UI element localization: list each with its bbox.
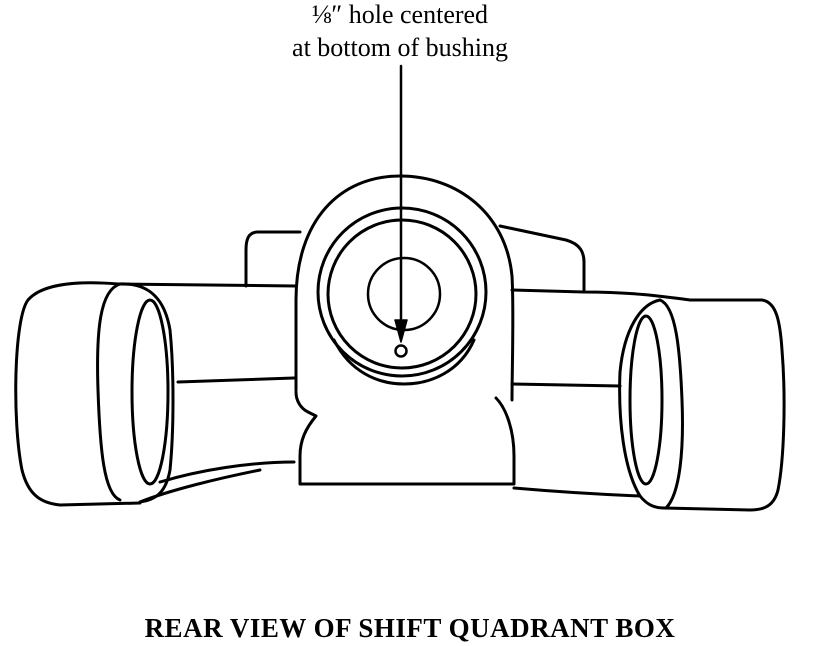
figure-caption: REAR VIEW OF SHIFT QUADRANT BOX: [144, 613, 676, 643]
left-collar-rim: [116, 282, 175, 504]
right-inner-bore: [628, 314, 664, 486]
bushing-lower-shadow: [332, 338, 476, 386]
left-collar-outer: [96, 282, 122, 502]
left-end-cap: [14, 281, 142, 507]
back-plate: [244, 230, 302, 288]
right-collar-outer: [658, 298, 684, 510]
left-inner-bore: [130, 298, 170, 486]
left-tube-bottom-edge: [158, 460, 296, 484]
right-end-cap: [662, 298, 786, 512]
central-boss-outline: [294, 174, 515, 402]
right-tube-top-edge: [510, 288, 762, 302]
callout-line-1: ⅛″ hole centered: [311, 0, 489, 29]
bushing-bore: [366, 256, 442, 332]
right-tube-mid-line: [510, 382, 622, 388]
back-plate-right: [498, 224, 586, 292]
left-tube-top-edge: [116, 282, 298, 288]
left-tube-mid-line: [176, 376, 296, 384]
leader-arrowhead: [394, 319, 408, 343]
left-tube-lower-curve: [138, 468, 262, 504]
right-tube-bottom-edge: [512, 486, 642, 498]
eighth-inch-hole: [394, 344, 408, 358]
center-block-lower: [294, 390, 516, 486]
callout-line-2: at bottom of bushing: [292, 33, 508, 62]
right-collar-rim: [618, 298, 666, 510]
